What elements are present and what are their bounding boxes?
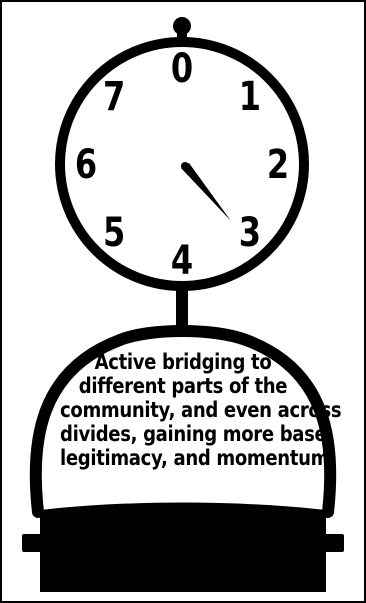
dial-number: 1 <box>239 73 261 120</box>
dial-number: 0 <box>171 44 193 91</box>
caption-text: Active bridging to different parts of th… <box>60 350 306 470</box>
dial-number: 2 <box>267 140 289 187</box>
dial-number: 4 <box>171 236 193 283</box>
caption-line: Active bridging to <box>60 350 306 374</box>
connector-stem <box>176 289 188 327</box>
dial-number: 5 <box>103 208 125 255</box>
dial-number: 6 <box>75 140 97 187</box>
dial-number: 3 <box>239 208 261 255</box>
caption-line: divides, gaining more base <box>60 422 306 446</box>
caption-line: different parts of the <box>60 374 306 398</box>
caption-line: legitimacy, and momentum. <box>60 446 306 470</box>
dial-number: 7 <box>103 73 125 120</box>
base-bowl <box>40 503 326 593</box>
caption-line: community, and even across <box>60 398 306 422</box>
